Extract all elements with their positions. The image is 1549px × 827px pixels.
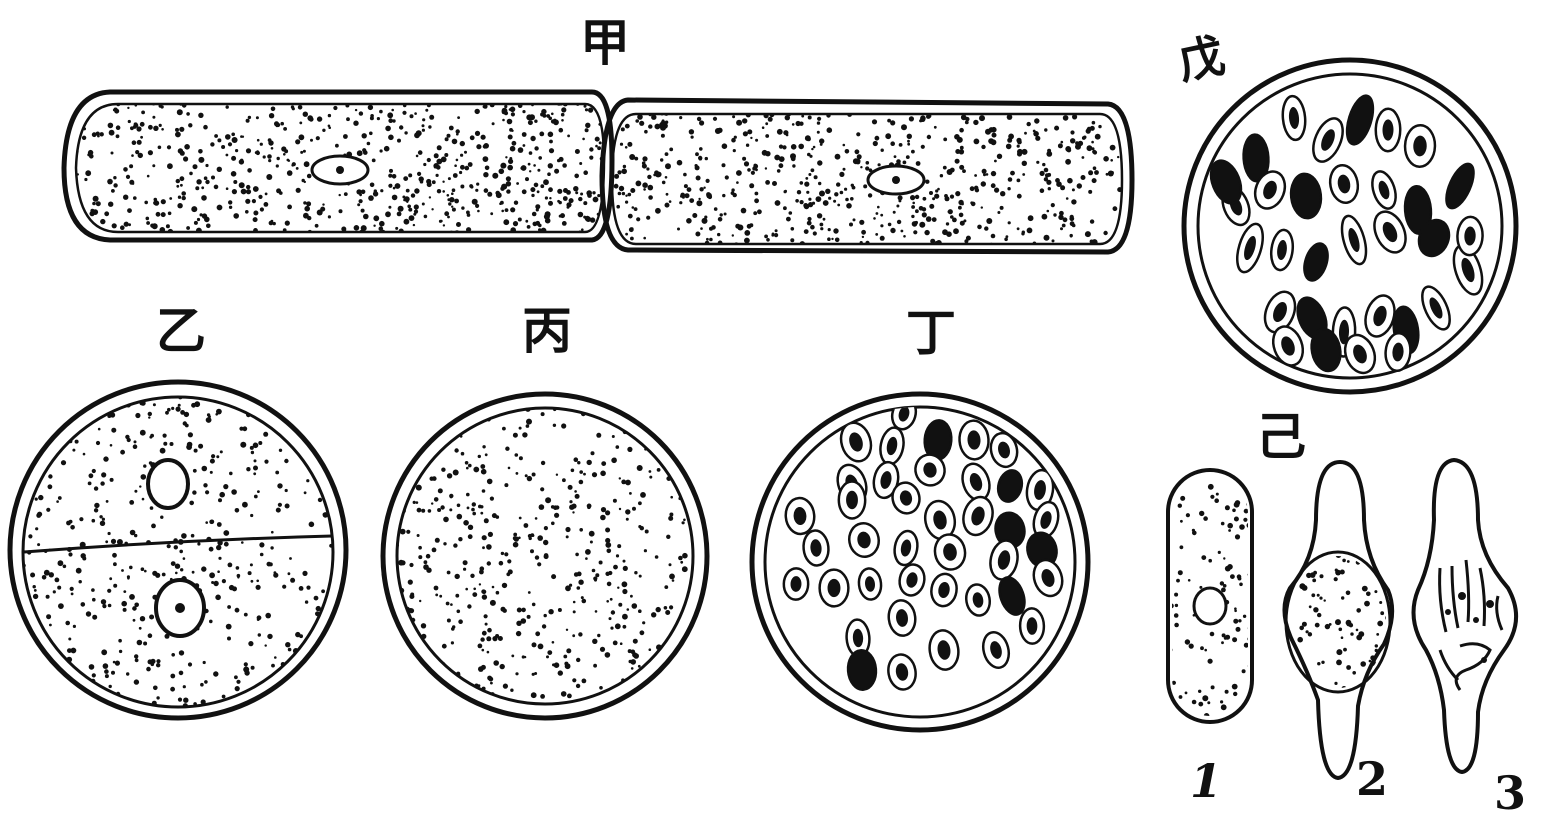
label-ji-3: 3 [1494, 770, 1526, 816]
cell-yi [10, 382, 346, 718]
label-wu: 戊 [1174, 32, 1229, 87]
label-yi: 乙 [156, 306, 206, 356]
label-ji-2: 2 [1356, 756, 1388, 802]
label-ji: 己 [1256, 412, 1306, 462]
label-ji-1: 1 [1190, 758, 1222, 804]
cell-ding [752, 394, 1088, 730]
division-line [24, 536, 332, 552]
label-ding: 丁 [906, 308, 956, 358]
cell-bing [383, 394, 707, 718]
cell-wu [1184, 60, 1516, 392]
label-bing: 丙 [522, 306, 572, 356]
cell-jia-right [602, 100, 1132, 252]
cell-ji-1 [1166, 468, 1254, 724]
nucleus-upper [148, 460, 188, 508]
cell-ji-3 [1414, 460, 1517, 772]
cell-jia-left [64, 92, 612, 240]
label-jia: 甲 [580, 18, 630, 68]
cell-ji-2 [1284, 462, 1392, 778]
nucleus [1194, 588, 1226, 624]
